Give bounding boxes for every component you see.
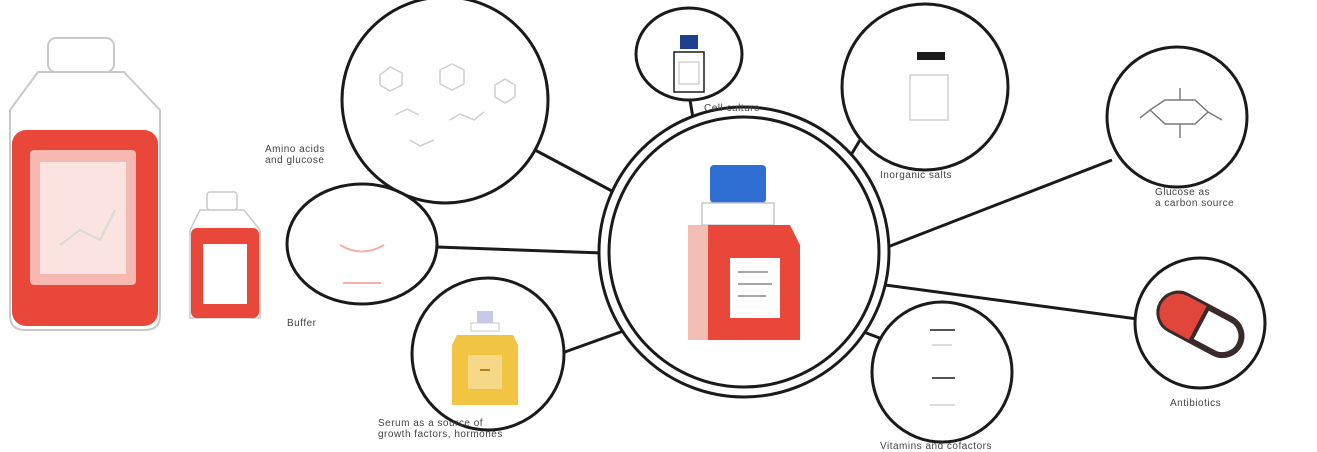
label-serum-line1: Serum as a source of	[378, 418, 484, 429]
small-bottle-icon	[189, 191, 261, 319]
label-amino-acids: Amino acids and glucose	[265, 144, 325, 166]
connector-glucose	[884, 158, 1113, 250]
label-inorganic-salts: Inorganic salts	[880, 170, 952, 181]
label-serum-line2: growth factors, hormones	[378, 429, 503, 440]
buffer-dish-icon	[285, 182, 439, 306]
label-serum: Serum as a source of growth factors, hor…	[378, 418, 503, 440]
label-vitamins: Vitamins and cofactors	[880, 441, 992, 452]
culture-flask-icon	[597, 105, 891, 399]
connector-molecules	[534, 148, 626, 200]
vitamin-lines-icon	[870, 300, 1014, 444]
molecule-structures-icon	[340, 0, 550, 205]
label-antibiotics: Antibiotics	[1170, 398, 1222, 409]
label-glucose-source: Glucose as a carbon source	[1155, 187, 1234, 209]
medium-bottle-icon	[9, 37, 161, 331]
salt-jar-icon	[840, 2, 1010, 172]
label-buffer: Buffer	[287, 318, 317, 329]
glucose-molecule-icon	[1105, 45, 1249, 189]
label-amino-acids-line1: Amino acids	[265, 144, 325, 155]
connector-capsule	[884, 283, 1146, 322]
label-glucose-line1: Glucose as	[1155, 187, 1211, 198]
label-cell-culture: Cell culture	[704, 103, 761, 114]
vial-icon	[634, 6, 744, 102]
connector-buffer	[436, 245, 604, 255]
serum-bottle-icon	[410, 276, 566, 432]
label-amino-acids-line2: and glucose	[265, 155, 325, 166]
antibiotic-capsule-icon	[1133, 256, 1267, 390]
label-glucose-line2: a carbon source	[1155, 198, 1235, 209]
